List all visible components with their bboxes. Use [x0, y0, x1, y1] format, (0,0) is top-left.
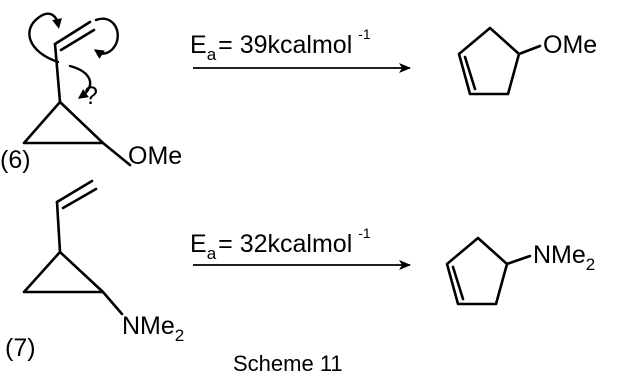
activation-energy-label-1: Ea= 39kcalmol -1 [190, 26, 371, 64]
ea-prefix-1: E [190, 31, 207, 59]
ome-bond-6 [101, 141, 132, 167]
reactant-6-structure [22, 20, 132, 167]
curly-arrow-annotation: ? [84, 82, 98, 110]
cyclopentene-ring-2 [445, 236, 509, 306]
curly-arrow-right [93, 17, 119, 59]
ea-subscript-1: a [207, 45, 217, 64]
ome-bond-product-1 [517, 44, 542, 56]
ea-superscript-2: -1 [358, 225, 371, 241]
cyclopentene-ring-1 [457, 26, 521, 96]
cyclopentene-double-bond-2 [451, 265, 465, 301]
product-nme-subscript: 2 [586, 255, 595, 274]
product-nme-main: NMe [533, 241, 586, 269]
nme2-bond-product-2 [505, 254, 532, 266]
reaction-1: ? (6) OMe Ea= 39kcalmol -1 OMe [0, 12, 597, 174]
ea-value-2: = 32kcalmol [218, 230, 352, 258]
reaction-2: (7) NMe2 Ea= 32kcalmol-1 NMe2 [5, 179, 595, 362]
nme2-bond-7 [101, 290, 124, 316]
vinyl-double-bond-6b [59, 28, 96, 52]
vinyl-single-bond-7 [55, 200, 62, 254]
curly-arrow-ring [68, 64, 92, 99]
ea-superscript-1: -1 [358, 26, 371, 42]
nme-subscript-7: 2 [175, 326, 184, 345]
reactant-7-structure [22, 179, 124, 316]
substituent-ome-6: OMe [128, 142, 182, 170]
ea-value-1: = 39kcalmol [218, 31, 352, 59]
ea-prefix-2: E [190, 230, 207, 258]
vinyl-single-bond-6 [53, 42, 62, 104]
cyclopentene-double-bond-1 [463, 55, 477, 91]
product-1-structure [457, 26, 542, 96]
curly-arrow-left [28, 12, 62, 64]
vinyl-double-bond-7b [61, 187, 98, 210]
ea-subscript-2: a [207, 244, 217, 263]
compound-label-7: (7) [5, 334, 36, 362]
vinyl-double-bond-6a [53, 20, 92, 46]
substituent-nme2-7: NMe2 [122, 312, 184, 345]
product-substituent-ome: OMe [543, 31, 597, 59]
cyclopropane-ring-7 [22, 250, 105, 294]
product-2-structure [445, 236, 532, 306]
product-substituent-nme2: NMe2 [533, 241, 595, 274]
vinyl-double-bond-7a [55, 179, 94, 204]
curly-arrows-6 [28, 12, 119, 99]
nme-main-7: NMe [122, 312, 175, 340]
activation-energy-label-2: Ea= 32kcalmol -1 [190, 225, 371, 263]
compound-label-6: (6) [0, 146, 31, 174]
cyclopropane-ring-6 [22, 100, 105, 145]
scheme-caption: Scheme 11 [233, 351, 343, 376]
